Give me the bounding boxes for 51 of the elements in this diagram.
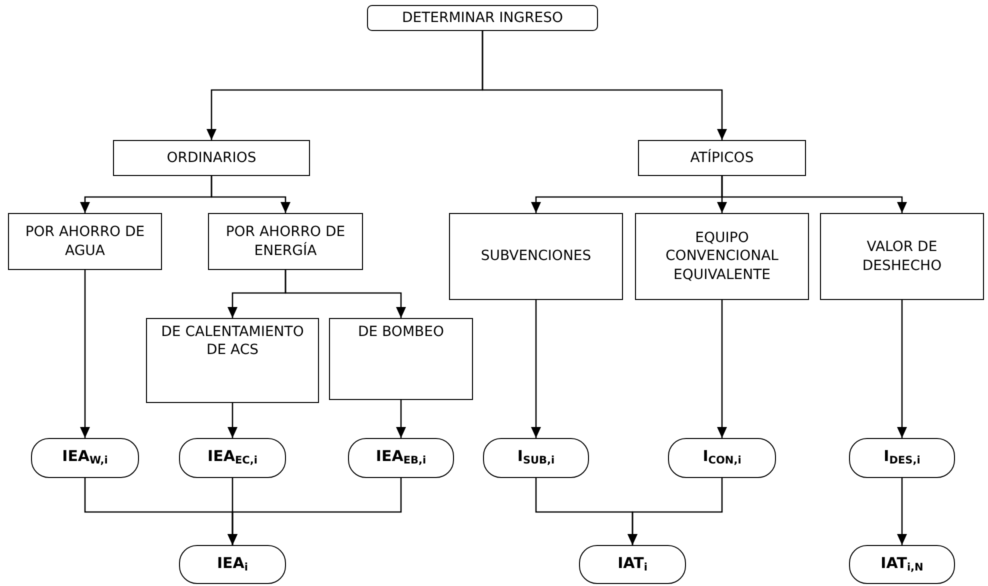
box-label: DE BOMBEO (358, 323, 444, 342)
variable-label: IEA$_{W,i}$ (62, 447, 108, 469)
connector-arrow (531, 300, 541, 438)
result-terminal (348, 438, 454, 478)
result-terminal (179, 545, 286, 584)
process-box (638, 140, 806, 176)
variable-label: IAT$_{i,N}$ (880, 554, 924, 576)
process-box (820, 213, 984, 300)
variable-label: IEA$_{EB,i}$ (376, 447, 426, 469)
process-box (367, 5, 598, 31)
result-terminal (483, 438, 589, 478)
variable-label: I$_{CON,i}$ (702, 447, 742, 469)
connector-arrow (717, 300, 727, 438)
connector-arrow (482, 31, 727, 140)
box-label: VALOR DE DESHECHO (861, 238, 943, 275)
box-label: ORDINARIOS (166, 148, 256, 168)
process-box (635, 213, 809, 300)
connector-arrow (80, 270, 90, 438)
connector-arrow (284, 270, 406, 318)
connector-arrow (228, 403, 238, 438)
result-terminal (179, 438, 286, 478)
box-label: DETERMINAR INGRESO (402, 8, 564, 28)
process-box (208, 213, 363, 270)
connector-arrow (897, 478, 907, 545)
connector-arrow (228, 478, 402, 545)
connector-arrow (628, 478, 723, 545)
result-terminal (579, 545, 686, 584)
box-label: SUBVENCIONES (480, 247, 592, 266)
connector-arrow (721, 176, 907, 213)
process-box (113, 140, 310, 176)
variable-label: IAT$_{i}$ (618, 554, 648, 576)
result-terminal (849, 545, 955, 584)
box-label: ATÍPICOS (690, 148, 754, 168)
box-label: POR AHORRO DE ENERGÍA (224, 223, 346, 260)
connector-arrow (897, 300, 907, 438)
process-box (8, 213, 162, 270)
box-label: DE CALENTAMIENTO DE ACS (160, 323, 305, 360)
box-label: POR AHORRO DE AGUA (24, 223, 146, 260)
process-box (329, 318, 473, 400)
connector-arrow (396, 400, 406, 438)
variable-label: I$_{SUB,i}$ (517, 447, 555, 469)
result-terminal (31, 438, 139, 478)
variable-label: I$_{DES,i}$ (884, 447, 920, 469)
result-terminal (668, 438, 776, 478)
box-label: EQUIPO CONVENCIONAL EQUIVALENTE (664, 229, 780, 284)
connector-arrow (210, 176, 290, 213)
variable-label: IEA$_{i}$ (216, 554, 248, 576)
variable-label: IEA$_{EC,i}$ (208, 447, 258, 469)
process-box (449, 213, 623, 300)
result-terminal (849, 438, 955, 478)
process-box (146, 318, 319, 403)
